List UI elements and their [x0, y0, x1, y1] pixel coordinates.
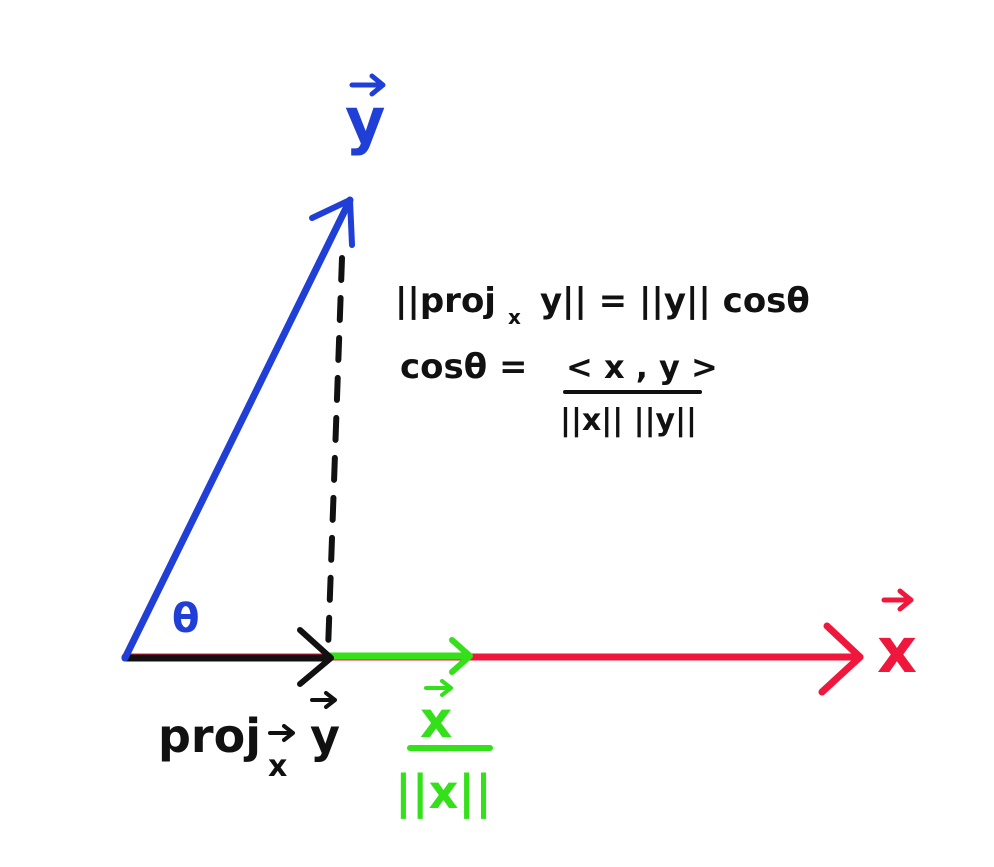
projection-vector: [121, 627, 334, 687]
y-vector: [121, 196, 355, 662]
proj-subscript: x: [268, 749, 287, 784]
formula2-left: cosθ =: [400, 347, 527, 387]
formula1-right: || = ||y|| cosθ: [562, 281, 810, 321]
x-vector-label: x: [877, 588, 917, 687]
formula2-numerator: < x , y >: [566, 348, 718, 386]
x-arrow-icon: [881, 588, 914, 612]
formula2-denominator: ||x|| ||y||: [560, 403, 697, 438]
y-arrow-icon: [349, 73, 386, 97]
unit-x-vector: [326, 637, 473, 675]
proj-y: y: [310, 709, 340, 763]
unit-denominator: ||x||: [395, 765, 492, 820]
projection-label: proj x y: [158, 691, 340, 784]
proj-sub-arrow-icon: [268, 724, 295, 742]
formula1-y: y: [540, 281, 562, 321]
x-label-text: x: [877, 614, 917, 687]
perpendicular-dashed-line: [325, 255, 345, 653]
formula-cos-theta: cosθ = < x , y > ||x|| ||y||: [400, 347, 718, 438]
unit-vector-label: x ||x||: [395, 679, 493, 820]
formula1-left: ||proj: [395, 281, 496, 321]
formula1-subscript: x: [508, 305, 521, 329]
y-label-text: y: [345, 84, 385, 157]
y-vector-label: y: [345, 73, 386, 157]
formula-projection-norm: ||proj x y || = ||y|| cosθ: [395, 281, 810, 329]
theta-label: θ: [172, 596, 199, 642]
unit-num-arrow-icon: [424, 679, 453, 697]
proj-word: proj: [158, 709, 261, 763]
unit-numerator: x: [420, 691, 452, 749]
proj-y-arrow-icon: [310, 691, 337, 709]
